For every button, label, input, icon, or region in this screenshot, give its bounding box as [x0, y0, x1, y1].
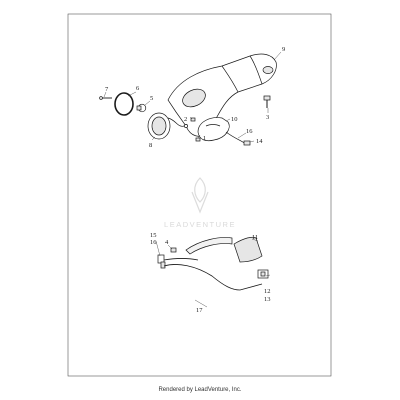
- housing-opening: [182, 88, 206, 108]
- callout-9: 9: [282, 46, 285, 53]
- callout-8: 8: [149, 142, 152, 149]
- callout-16a: 16: [246, 128, 253, 135]
- callout-15: 15: [150, 232, 157, 239]
- callout-16b: 16: [150, 239, 157, 246]
- callout-13: 13: [264, 296, 271, 303]
- bolt: [263, 95, 271, 108]
- part-1: [195, 137, 201, 142]
- callout-10: 10: [231, 116, 238, 123]
- bulb: [136, 103, 147, 113]
- callout-4: 4: [165, 239, 169, 246]
- callout-11: 11: [252, 234, 258, 241]
- end-connector: [257, 269, 269, 279]
- callout-17: 17: [196, 307, 203, 314]
- lens: [233, 236, 263, 263]
- callout-5: 5: [150, 95, 153, 102]
- wiring-harness: [163, 264, 263, 291]
- clip-4: [170, 247, 177, 253]
- callout-7: 7: [105, 86, 109, 93]
- page-frame: [67, 13, 332, 377]
- footer-credit: Rendered by LeadVenture, Inc.: [158, 387, 242, 393]
- part-2: [190, 117, 196, 122]
- watermark-text: LEADVENTURE: [164, 220, 236, 229]
- leader-lines: [103, 51, 282, 308]
- lower-lamp: [197, 117, 230, 142]
- callout-3: 3: [266, 114, 269, 121]
- trim-ring: [114, 92, 134, 116]
- connector-15: [157, 254, 166, 269]
- callout-6: 6: [136, 85, 140, 92]
- callout-1: 1: [203, 135, 206, 142]
- connector-14: [243, 140, 251, 146]
- callout-14: 14: [256, 138, 263, 145]
- callout-2: 2: [184, 116, 187, 123]
- curved-trim: [185, 237, 233, 255]
- watermark-logo: [191, 177, 209, 214]
- callout-12: 12: [264, 288, 271, 295]
